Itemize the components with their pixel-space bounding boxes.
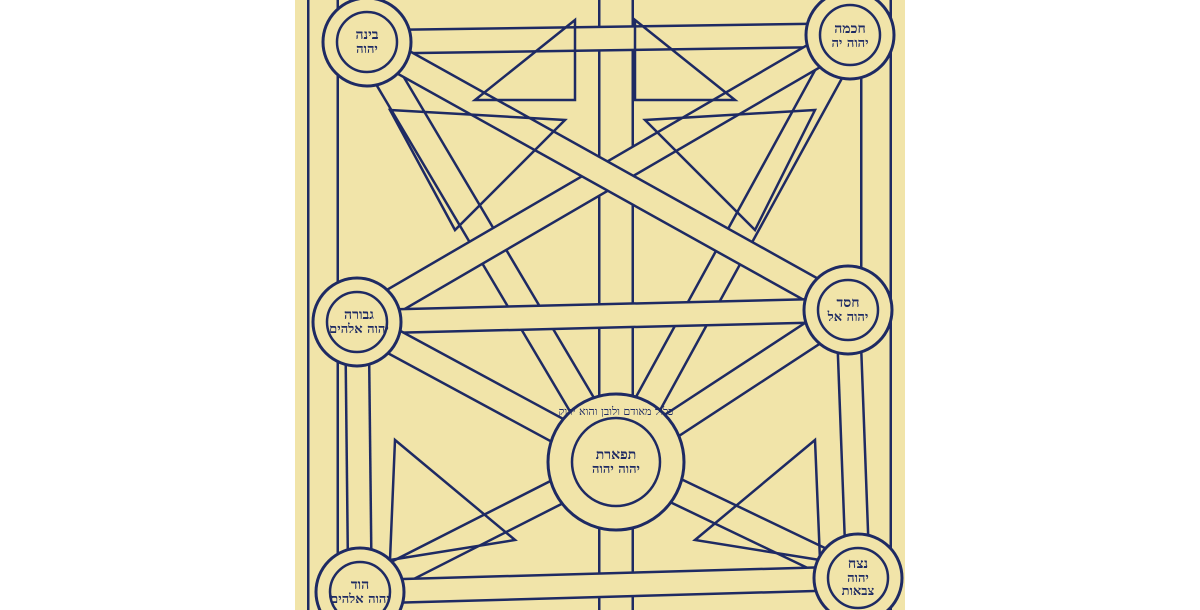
gevurah-circle: [325, 290, 389, 354]
chesed-circle: [816, 278, 880, 342]
chokhmah-circle: [818, 3, 882, 67]
sefirah-gevurah: גבורה יהוה אלהים: [329, 308, 389, 336]
sefirah-chokhmah: חכמה יהוה יה: [831, 22, 868, 50]
sefirah-name: הוד: [350, 576, 370, 593]
path-gevurah-chesed: [356, 299, 849, 333]
triangle-ornament: [387, 108, 568, 233]
sefirah-hod: הוד יהוה אלהים: [330, 578, 390, 606]
triangle-ornament: [692, 437, 822, 562]
sefirah-name: חכמה: [834, 20, 866, 37]
path-hod-netzach: [359, 567, 859, 603]
divine-name: יהוה אלהים: [329, 321, 389, 337]
binah-circle: [335, 10, 399, 74]
divine-name: יהוה יה: [831, 35, 869, 51]
divine-name: יהוה יהוה: [592, 461, 640, 477]
triangle-ornament: [642, 108, 818, 233]
tiferet-ring-text: כלול מאודם ולובן והוא ירוק: [558, 405, 674, 419]
divine-name: יהוה: [356, 41, 378, 57]
netzach-circle: [826, 546, 890, 610]
manuscript-tree-of-life: בינה יהוה חכמה יהוה יה גבורה יהוה אלהים …: [295, 0, 905, 610]
triangle-ornament: [388, 437, 518, 562]
sefirah-name: חסד: [836, 294, 860, 311]
triangle-ornament: [633, 17, 739, 102]
hod-circle: [314, 546, 406, 610]
sefirah-name: בינה: [355, 26, 379, 43]
hod-circle: [328, 560, 392, 610]
sefirah-name: נצח: [847, 556, 869, 573]
sefirah-name: תפארת: [595, 446, 637, 463]
sefirah-netzach: נצח יהוה צבאות: [835, 557, 882, 599]
sefirah-chesed: חסד יהוה אל: [828, 296, 869, 324]
tiferet-circle: [546, 392, 686, 532]
sefirah-binah: בינה יהוה: [355, 28, 378, 56]
divine-name: יהוה צבאות: [841, 570, 875, 600]
sefirah-name: גבורה: [344, 306, 374, 323]
triangle-ornament: [471, 17, 577, 102]
sefirah-tiferet: תפארת יהוה יהוה: [592, 448, 640, 476]
netzach-circle: [812, 532, 904, 610]
path-chesed-binah: [361, 31, 854, 321]
chokhmah-circle: [804, 0, 896, 81]
divine-name: יהוה אל: [827, 309, 869, 325]
path-binah-chokhmah: [366, 24, 851, 53]
tiferet-circle: [570, 416, 662, 508]
divine-name: יהוה אלהים: [330, 591, 390, 607]
tree-diagram: [307, 0, 904, 610]
